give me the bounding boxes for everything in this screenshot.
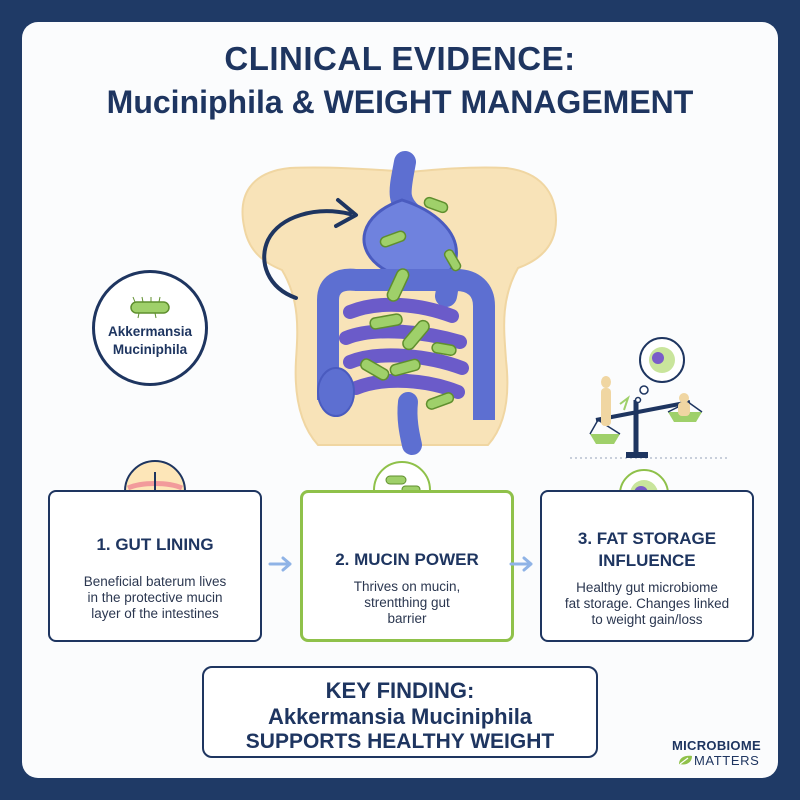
step-3-body-line-1: Healthy gut microbiome	[576, 580, 718, 595]
small-intestine	[339, 297, 469, 399]
step-gut-lining: 1. GUT LINING Beneficial baterum lives i…	[48, 490, 262, 642]
step-2-body-line-1: Thrives on mucin,	[353, 579, 461, 594]
bacterium-icon	[130, 296, 170, 319]
cecum	[317, 367, 355, 417]
step-1-body-line-2: in the protective mucin	[87, 590, 223, 605]
key-finding-line-3: SUPPORTS HEALTHY WEIGHT	[245, 730, 555, 753]
akkermansia-badge: Akkermansia Muciniphila	[92, 270, 208, 386]
arrow-right-icon	[509, 556, 533, 572]
weight-scale-icon	[570, 337, 730, 459]
rectum	[397, 392, 422, 455]
step-3-body-line-2: fat storage. Changes linked	[564, 596, 730, 611]
brand-line-1: MICROBIOME	[672, 738, 761, 753]
curved-arrow-head	[334, 198, 358, 228]
title-line-2: Muciniphila & WEIGHT MANAGEMENT	[106, 84, 694, 120]
step-2-heading: 2. MUCIN POWER	[335, 550, 479, 569]
step-2-body-line-3: barrier	[387, 611, 427, 626]
step-3-body-line-3: to weight gain/loss	[591, 612, 703, 627]
title-line-1: CLINICAL EVIDENCE:	[224, 40, 576, 77]
step-3-heading-line-2: INFLUENCE	[598, 551, 696, 570]
bacteria-cluster	[360, 196, 462, 410]
curved-arrow	[262, 209, 352, 300]
arrow-right-icon	[268, 556, 292, 572]
brand-line-2: MATTERS	[694, 753, 760, 768]
key-finding-box: KEY FINDING: Akkermansia Muciniphila SUP…	[202, 666, 598, 758]
step-mucin-power: 2. MUCIN POWER Thrives on mucin, strentt…	[300, 490, 514, 642]
badge-line-2: Muciniphila	[112, 342, 188, 357]
badge-line-1: Akkermansia	[107, 324, 193, 339]
step-1-body-line-1: Beneficial baterum lives	[83, 574, 227, 589]
step-1-body-line-3: layer of the intestines	[91, 606, 219, 621]
step-2-body-line-2: strentthing gut	[364, 595, 450, 610]
key-finding-line-2: Akkermansia Muciniphila	[267, 704, 533, 729]
step-fat-storage: 3. FAT STORAGE INFLUENCE Healthy gut mic…	[540, 490, 754, 642]
step-3-heading-line-1: 3. FAT STORAGE	[577, 529, 717, 548]
step-1-heading: 1. GUT LINING	[96, 535, 214, 554]
brand-logo: MICROBIOME MATTERS	[672, 738, 761, 768]
key-finding-label: KEY FINDING:	[325, 678, 475, 703]
leaf-logo-icon	[679, 755, 692, 765]
